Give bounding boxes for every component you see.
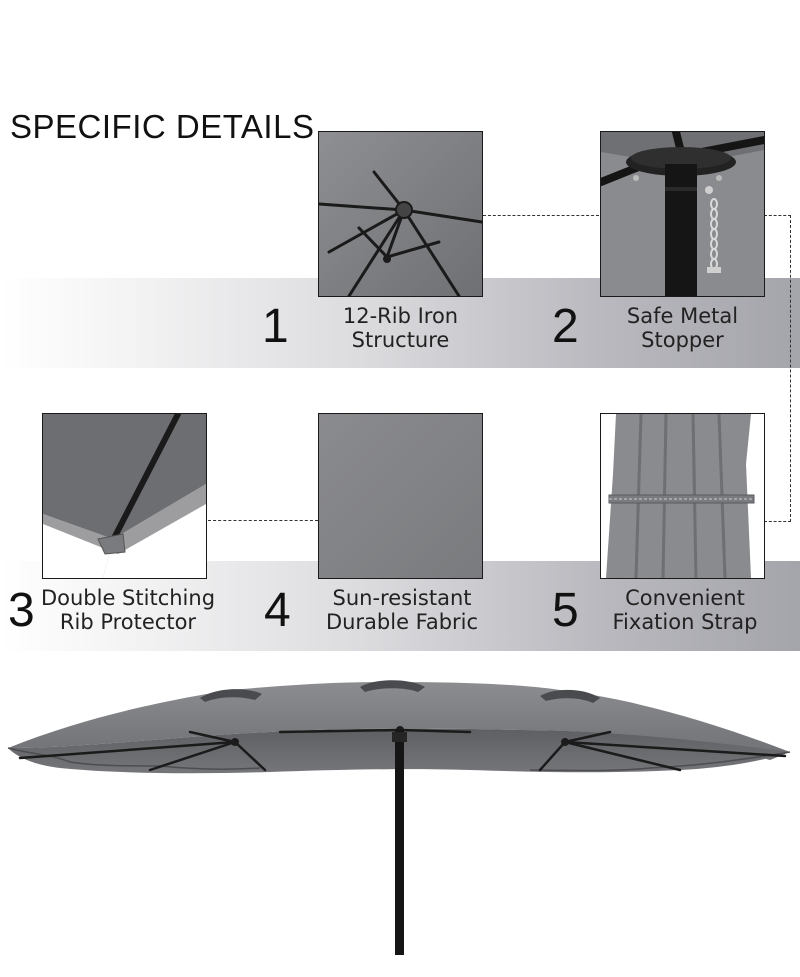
detail-caption-2-line1: Safe Metal: [626, 304, 739, 328]
detail-number-4: 4: [264, 584, 291, 637]
rib-structure-photo: [318, 131, 483, 297]
detail-number-3: 3: [8, 584, 35, 637]
detail-caption-1: 12-Rib Iron Structure: [318, 304, 483, 352]
detail-caption-4: Sun-resistant Durable Fabric: [318, 586, 486, 634]
detail-number-2: 2: [552, 300, 579, 353]
detail-caption-5-line2: Fixation Strap: [612, 610, 758, 634]
umbrella-hero-image: [0, 670, 800, 970]
rib-protector-photo: [42, 413, 207, 579]
fabric-photo: [318, 413, 483, 579]
detail-caption-3-line2: Rib Protector: [59, 610, 197, 634]
detail-caption-4-line1: Sun-resistant: [332, 586, 472, 610]
page-title: SPECIFIC DETAILS: [10, 108, 315, 145]
connector-line-3-4: [208, 520, 318, 521]
detail-number-5: 5: [552, 584, 579, 637]
fixation-strap-photo: [600, 413, 765, 579]
detail-caption-2-line2: Stopper: [641, 328, 724, 352]
detail-caption-1-line1: 12-Rib Iron: [342, 304, 459, 328]
metal-stopper-photo: [600, 131, 765, 297]
detail-caption-5: Convenient Fixation Strap: [600, 586, 770, 634]
detail-caption-3: Double Stitching Rib Protector: [38, 586, 218, 634]
detail-caption-5-line1: Convenient: [625, 586, 745, 610]
connector-line-1-2: [483, 215, 599, 216]
detail-caption-1-line2: Structure: [351, 328, 450, 352]
detail-caption-4-line2: Durable Fabric: [325, 610, 479, 634]
detail-caption-2: Safe Metal Stopper: [600, 304, 765, 352]
detail-number-1: 1: [262, 300, 289, 353]
connector-line-2-5: [764, 215, 791, 522]
detail-caption-3-line1: Double Stitching: [40, 586, 216, 610]
